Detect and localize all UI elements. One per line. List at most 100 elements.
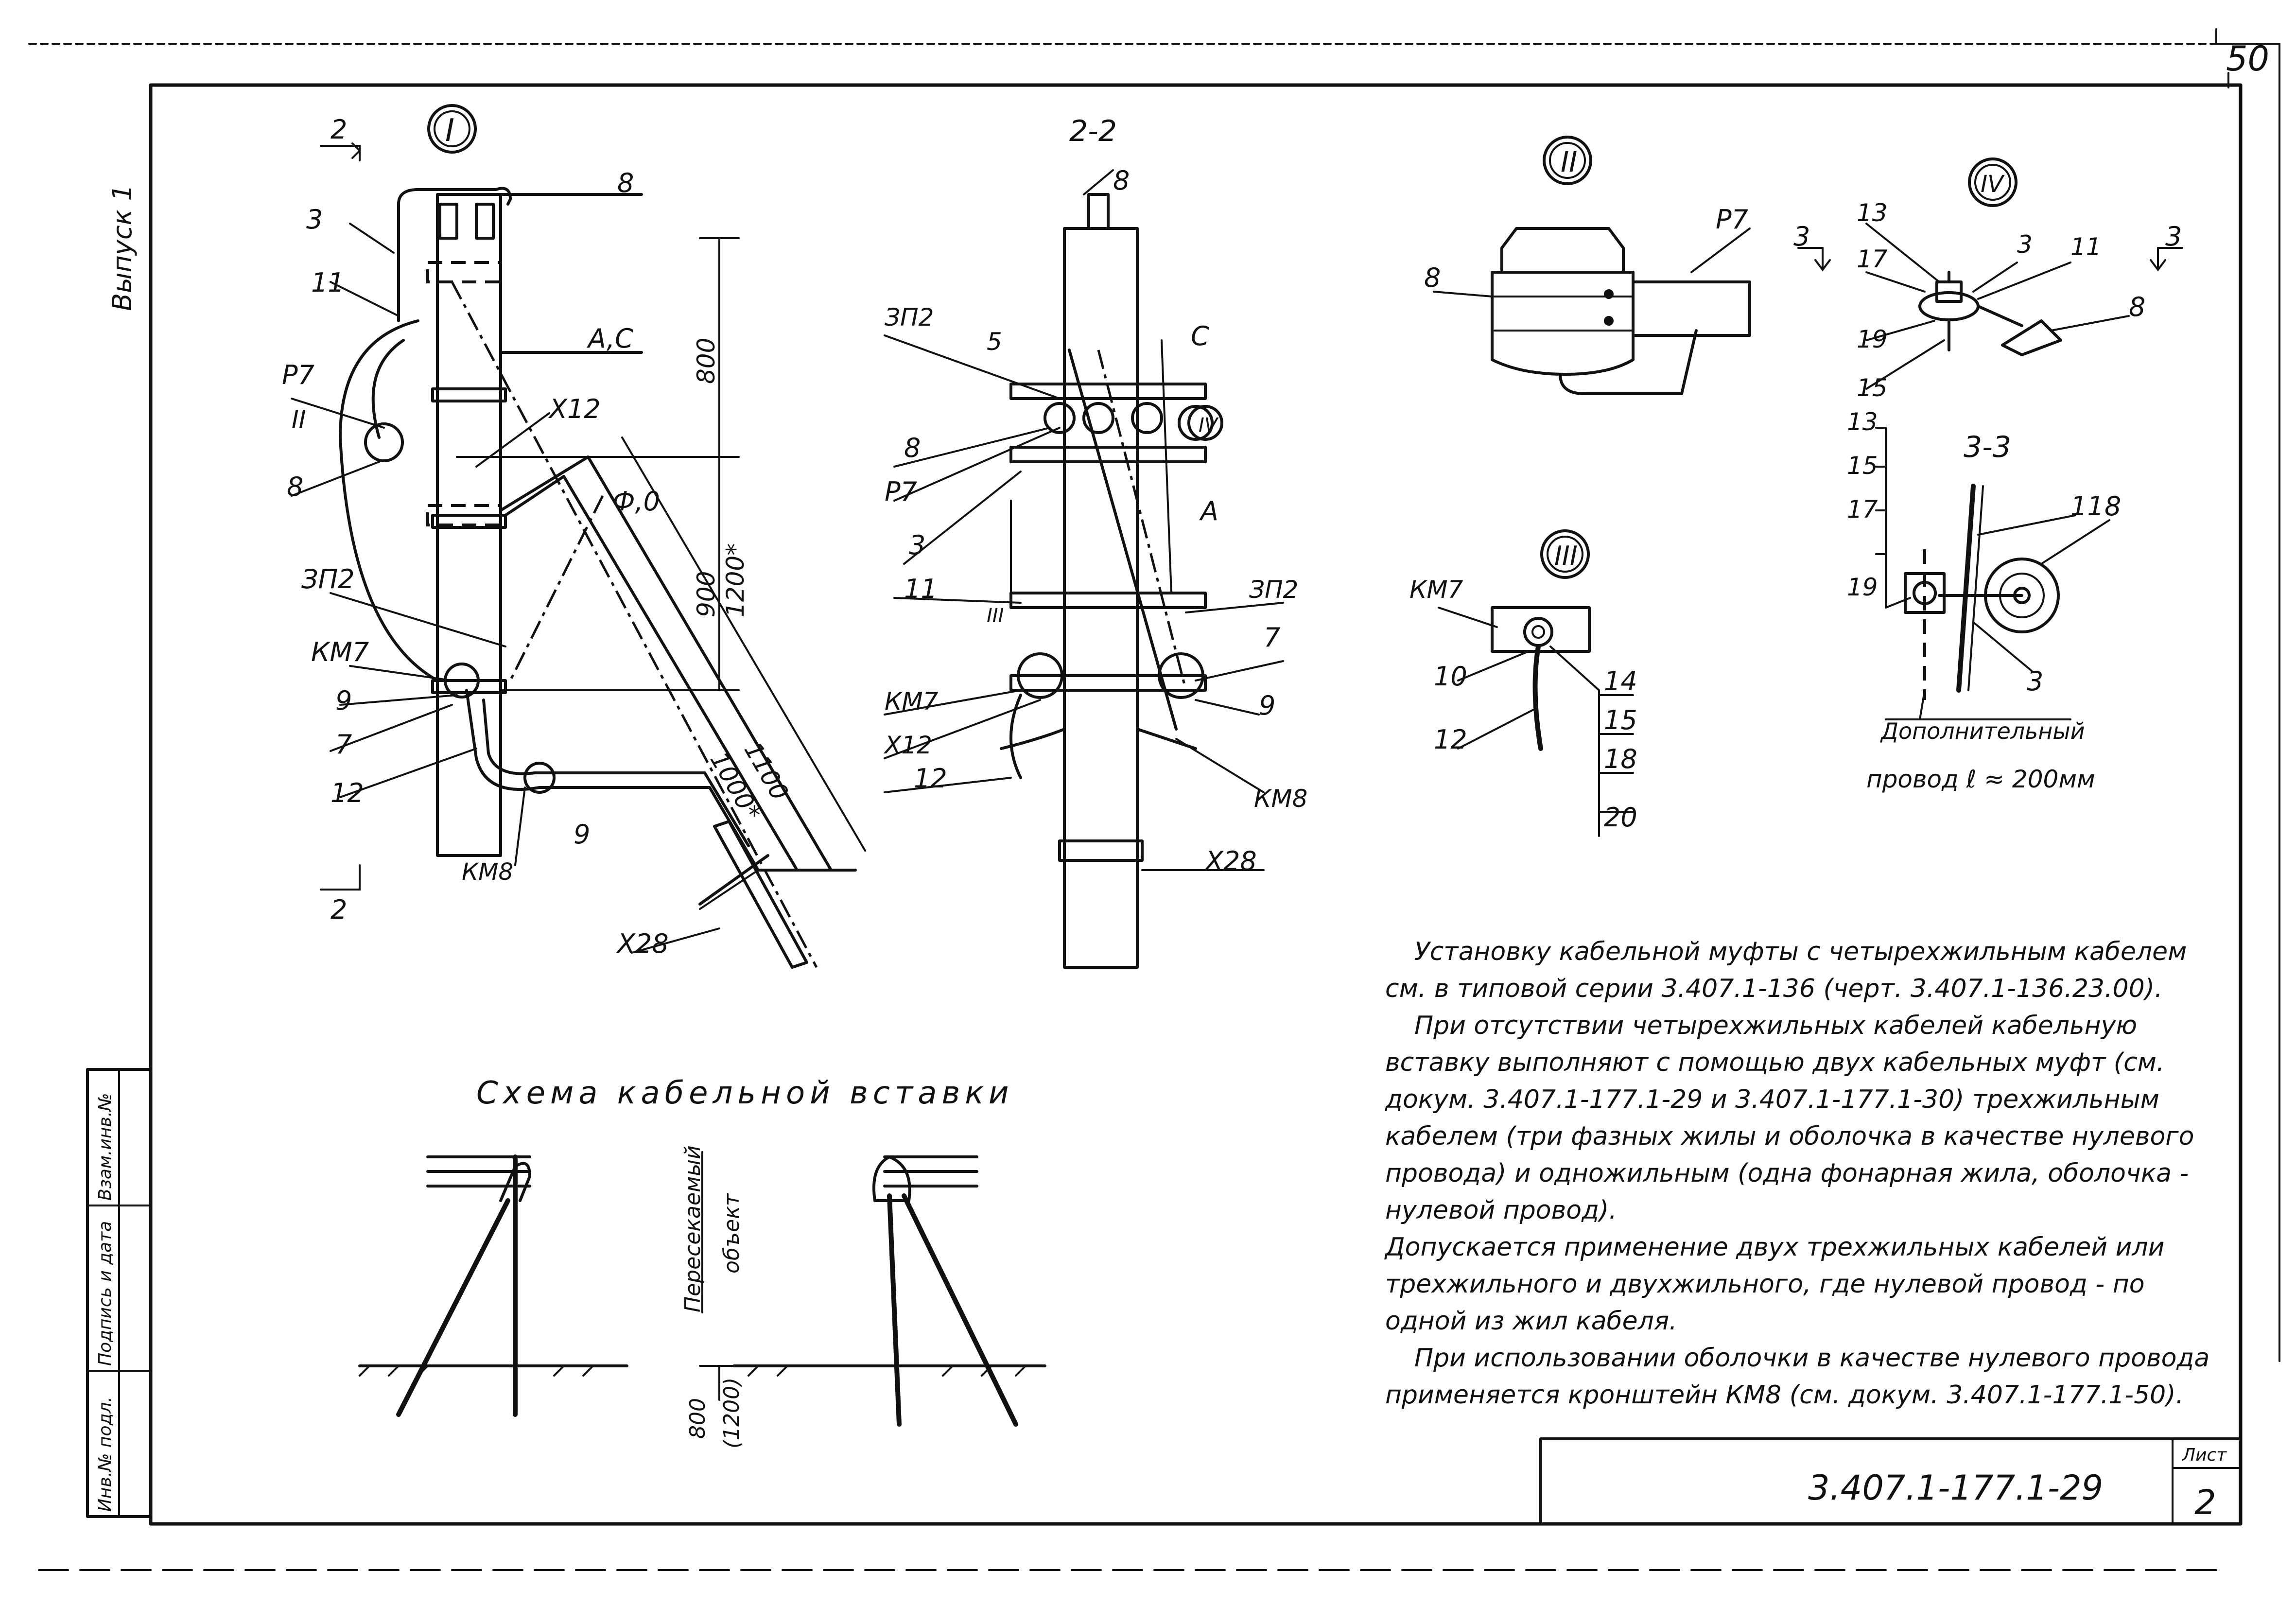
view-3-3-caption-2: провод ℓ ≈ 200мм xyxy=(1866,765,2095,793)
sheet-label: Лист xyxy=(2181,1445,2227,1465)
note-4: При использовании оболочки в качестве ну… xyxy=(1385,1344,2210,1410)
sheet-code: 3.407.1-177.1-29 xyxy=(1808,1468,2103,1508)
view-III-label-12: 12 xyxy=(1434,724,1467,755)
view-I-label-3: 3 xyxy=(306,204,323,235)
view-2-2-label-x12: Х12 xyxy=(883,731,932,759)
view-IV-label-13: 13 xyxy=(1857,199,1888,227)
cable-scheme-drawing xyxy=(358,1151,1046,1427)
view-2-2-label-8: 8 xyxy=(1113,165,1130,196)
view-2-2-label-12: 12 xyxy=(914,763,947,794)
view-II-label-8: 8 xyxy=(1424,262,1441,293)
side-stamp xyxy=(86,1068,152,1518)
notes-block: Установку кабельной муфты с четырехжильн… xyxy=(1385,933,2221,1414)
view-IV-label-3: 3 xyxy=(2017,230,2033,259)
view-2-2-label-11: 11 xyxy=(904,574,938,604)
note-2: При отсутствии четырехжильных кабелей ка… xyxy=(1385,1011,2194,1225)
view-I-label-km7: КМ7 xyxy=(311,637,369,667)
view-2-2-label-7: 7 xyxy=(1264,622,1280,653)
view-I-label-p7: Р7 xyxy=(282,360,314,390)
view-2-2-label-zp2a: ЗП2 xyxy=(885,303,934,332)
note-1: Установку кабельной муфты с четырехжильн… xyxy=(1385,937,2187,1003)
page-corner-number: 50 xyxy=(2226,39,2269,79)
sheet-number: 2 xyxy=(2194,1483,2216,1522)
view-I-label-7: 7 xyxy=(335,729,352,760)
view-I-drawing xyxy=(291,104,866,969)
view-I-dim-800: 800 xyxy=(692,338,720,384)
view-III-label-20: 20 xyxy=(1604,802,1637,833)
view-2-2-label-x28: Х28 xyxy=(1204,846,1257,876)
view-IV-section-mark-right: 3 xyxy=(2165,221,2182,252)
view-I-label-9: 9 xyxy=(335,685,352,716)
view-2-2-title: 2-2 xyxy=(1069,114,1117,148)
view-3-3-drawing xyxy=(1875,427,2110,720)
view-III-label-km7: КМ7 xyxy=(1409,576,1463,604)
view-3-3-title: 3-3 xyxy=(1964,430,2011,464)
stamp-field-inv: Инв.№ подл. xyxy=(95,1397,115,1512)
view-3-3-label-3: 3 xyxy=(2027,666,2043,697)
view-3-3-label-8: 8 xyxy=(2105,491,2121,522)
view-I-label-9b: 9 xyxy=(574,819,590,850)
view-I-label-12: 12 xyxy=(330,778,364,808)
view-2-2-label-a: А xyxy=(1199,496,1218,526)
drawing-frame xyxy=(28,28,2280,1571)
view-I-dim-900: 900 xyxy=(692,571,720,617)
view-2-2-label-km7: КМ7 xyxy=(885,687,939,716)
view-3-3-label-17: 17 xyxy=(1847,495,1878,524)
view-3-3-label-11: 11 xyxy=(2070,491,2104,522)
view-2-2-label-III: III xyxy=(987,605,1004,627)
view-III-drawing xyxy=(1438,529,1634,837)
view-II-drawing xyxy=(1433,136,1751,395)
view-IV-label-19: 19 xyxy=(1857,325,1888,353)
view-I-label-ac: A,C xyxy=(587,323,633,354)
view-I-marker: I xyxy=(445,113,454,149)
view-III-label-14: 14 xyxy=(1604,666,1637,697)
stamp-field-sign: Подпись и дата xyxy=(95,1221,115,1366)
view-I-label-8b: 8 xyxy=(287,472,303,502)
view-3-3-label-13: 13 xyxy=(1847,408,1878,436)
note-3: Допускается применение двух трехжильных … xyxy=(1385,1233,2165,1336)
cable-scheme-depth-800: 800 xyxy=(685,1398,710,1439)
side-label: Выпуск 1 xyxy=(107,184,138,311)
cable-scheme-crossed-object-2: объект xyxy=(719,1193,744,1274)
view-2-2-label-zp2b: ЗП2 xyxy=(1249,576,1298,604)
view-IV-label-17: 17 xyxy=(1857,245,1888,273)
view-I-label-x28: Х28 xyxy=(616,928,669,959)
view-III-label-15: 15 xyxy=(1604,705,1637,735)
view-I-label-km8: КМ8 xyxy=(462,858,513,886)
view-2-2-label-IV: IV xyxy=(1199,414,1219,437)
view-I-section-mark-bottom: 2 xyxy=(330,894,347,925)
cable-scheme-crossed-object-1: Пересекаемый xyxy=(680,1145,705,1312)
view-I-label-8: 8 xyxy=(617,168,634,198)
stamp-field-replace: Взам.инв.№ xyxy=(95,1093,115,1201)
cable-scheme-depth-1200: (1200) xyxy=(719,1378,744,1449)
view-I-label-fo: Ф,0 xyxy=(612,486,660,517)
view-III-label-10: 10 xyxy=(1434,661,1467,692)
view-2-2-label-5: 5 xyxy=(987,328,1002,356)
view-II-label-p7: Р7 xyxy=(1716,204,1748,235)
view-III-label-18: 18 xyxy=(1604,744,1637,774)
view-2-2-label-c: С xyxy=(1191,321,1209,351)
view-IV-label-8: 8 xyxy=(2129,292,2145,322)
view-2-2-label-3: 3 xyxy=(909,530,925,560)
view-I-label-x12: Х12 xyxy=(548,394,601,424)
view-2-2-label-km8: КМ8 xyxy=(1254,785,1307,813)
view-2-2-label-8b: 8 xyxy=(904,433,921,463)
title-block xyxy=(1539,1437,2242,1525)
view-III-marker: III xyxy=(1554,541,1578,571)
view-IV-section-mark-left: 3 xyxy=(1793,221,1810,252)
view-I-section-mark-top: 2 xyxy=(330,114,347,145)
view-IV-label-15: 15 xyxy=(1857,374,1888,402)
view-2-2-label-9: 9 xyxy=(1259,690,1275,721)
view-IV-drawing xyxy=(1797,157,2183,390)
view-3-3-caption-1: Дополнительный xyxy=(1880,718,2085,744)
view-I-label-II: II xyxy=(292,405,306,434)
view-I-label-zp2: ЗП2 xyxy=(301,564,355,594)
view-IV-label-11: 11 xyxy=(2070,233,2102,261)
view-I-dim-1200: 1200* xyxy=(721,543,749,617)
view-2-2-label-p7: Р7 xyxy=(885,476,917,507)
cable-scheme-title: Схема кабельной вставки xyxy=(476,1075,1013,1111)
view-IV-marker: IV xyxy=(1981,171,2005,198)
view-3-3-label-19: 19 xyxy=(1847,573,1878,601)
view-I-label-11: 11 xyxy=(311,267,345,298)
